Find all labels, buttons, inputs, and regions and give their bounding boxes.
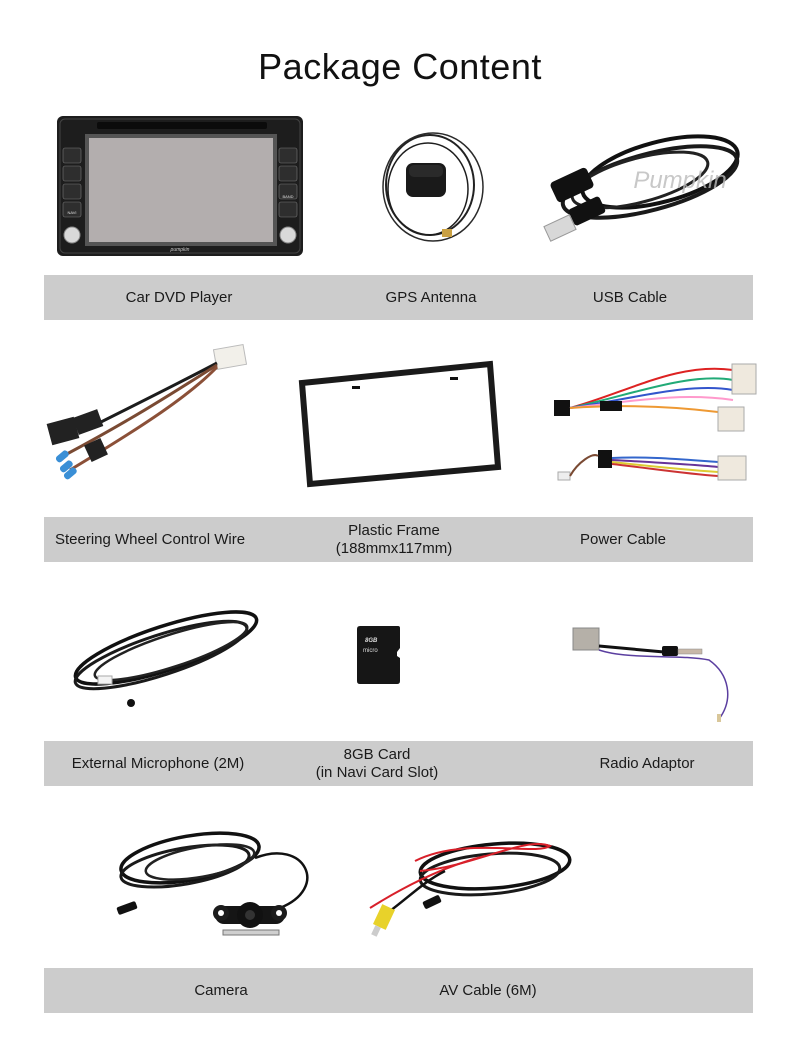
car-dvd-player-icon: pumpkin BAND NAVI: [57, 116, 303, 256]
item-label-radio-adaptor: Radio Adaptor: [599, 741, 694, 786]
label-text: Camera: [194, 981, 248, 999]
radio-adaptor-icon: [572, 627, 729, 722]
item-label-external-microphone: External Microphone (2M): [72, 741, 245, 786]
camera-image: [115, 818, 325, 943]
label-text: GPS Antenna: [385, 288, 477, 306]
label-text: External Microphone (2M): [71, 754, 245, 772]
sd-card-icon: 8GB micro: [357, 626, 400, 684]
svg-text:micro: micro: [363, 648, 378, 654]
label-text: USB Cable: [592, 288, 668, 306]
steering-wheel-control-wire-icon: [46, 343, 248, 480]
item-label-plastic-frame: Plastic Frame (188mmx117mm): [336, 517, 452, 562]
label-text: AV Cable (6M): [439, 981, 537, 999]
gps-antenna-icon: [382, 132, 484, 242]
item-label-steering-wheel-control-wire: Steering Wheel Control Wire: [55, 517, 245, 562]
plastic-frame-image: [298, 360, 502, 488]
label-text: Power Cable: [580, 530, 666, 548]
item-label-car-dvd-player: Car DVD Player: [126, 275, 233, 320]
camera-icon: [116, 831, 309, 936]
label-bar-row-2: Steering Wheel Control Wire Plastic Fram…: [44, 517, 753, 562]
item-label-usb-cable: USB Cable: [593, 275, 667, 320]
card-capacity: 8GB: [365, 638, 378, 644]
item-label-power-cable: Power Cable: [580, 517, 666, 562]
radio-adaptor-image: [569, 624, 739, 724]
svg-text:NAVI: NAVI: [67, 210, 76, 215]
label-text: Radio Adaptor: [599, 754, 695, 772]
label-text: Plastic Frame: [348, 521, 440, 539]
power-cable-icon: [554, 363, 757, 481]
car-dvd-player-image: pumpkin BAND NAVI: [57, 116, 303, 256]
power-cable-image: [548, 352, 758, 487]
plastic-frame-icon: [298, 360, 502, 488]
usb-cable-icon: Pumpkin: [543, 134, 740, 242]
item-label-gps-antenna: GPS Antenna: [386, 275, 477, 320]
label-subtext: (188mmx117mm): [335, 539, 453, 557]
watermark: Pumpkin: [633, 167, 726, 194]
av-cable-image: [365, 826, 575, 941]
steering-wheel-control-wire-image: [45, 343, 250, 480]
page-title: Package Content: [258, 46, 542, 88]
item-label-sd-card: 8GB Card (in Navi Card Slot): [316, 741, 439, 786]
label-subtext: (in Navi Card Slot): [315, 763, 439, 781]
label-text: 8GB Card: [343, 745, 411, 763]
av-cable-icon: [369, 841, 572, 937]
sd-card-image: 8GB micro: [357, 626, 401, 684]
label-text: Steering Wheel Control Wire: [54, 530, 246, 548]
usb-cable-image: Pumpkin: [540, 122, 755, 247]
item-label-av-cable: AV Cable (6M): [439, 968, 536, 1013]
label-text: Car DVD Player: [125, 288, 233, 306]
label-bar-row-1: Car DVD Player GPS Antenna USB Cable: [44, 275, 753, 320]
device-brand: pumpkin: [170, 247, 190, 253]
gps-antenna-image: [378, 127, 488, 247]
external-microphone-icon: [73, 610, 259, 707]
external-microphone-image: [66, 603, 261, 713]
label-bar-row-4: Camera AV Cable (6M): [44, 968, 753, 1013]
svg-text:BAND: BAND: [282, 194, 293, 199]
label-bar-row-3: External Microphone (2M) 8GB Card (in Na…: [44, 741, 753, 786]
item-label-camera: Camera: [194, 968, 247, 1013]
